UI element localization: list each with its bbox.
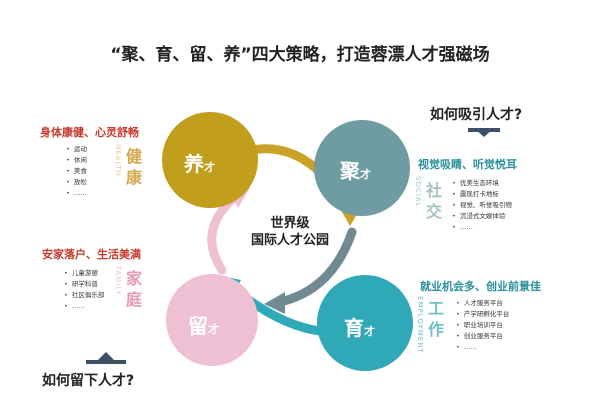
family-list: 儿童游憩 研学科普 社区俱乐部 …… (64, 268, 105, 312)
list-item: …… (456, 342, 509, 353)
list-item: 美食 (66, 166, 87, 177)
page-title: “聚、育、留、养”四大策略，打造蓉漂人才强磁场 (110, 45, 490, 65)
list-item: 震现打卡地标 (452, 189, 512, 200)
circle-yu-label: 育才 (344, 316, 375, 340)
list-item: 研学科普 (64, 279, 104, 290)
center-label: 世界级 国际人才公园 (228, 215, 352, 249)
circle-liu-label: 留才 (188, 314, 219, 338)
center-line2: 国际人才公园 (250, 233, 329, 248)
work-en: EMPLOYMENT (416, 296, 424, 354)
list-item: …… (64, 301, 104, 312)
circle-liu (166, 274, 258, 366)
family-cn: 家庭 (126, 269, 143, 309)
circle-ju-label: 聚才 (340, 159, 371, 183)
question-attract: 如何吸引人才? (430, 107, 523, 123)
social-title: 视觉吸睛、听觉悦耳 (418, 158, 517, 171)
health-cn: 健康 (126, 147, 143, 187)
list-item: 职业培训平台 (456, 320, 509, 331)
health-title: 身体康健、心灵舒畅 (40, 126, 139, 139)
arrow-head-gray (264, 292, 285, 314)
social-en: SOCIAL (414, 176, 422, 208)
list-item: 人才服务平台 (456, 298, 509, 309)
list-item: 创业服务平台 (456, 331, 509, 342)
family-title: 安家落户、生活美满 (42, 248, 141, 261)
work-cn: 工作 (428, 299, 445, 339)
circle-yang (162, 112, 258, 208)
social-cn: 社交 (426, 181, 443, 221)
list-item: 儿童游憩 (64, 268, 104, 279)
health-en: HEALTH (114, 144, 122, 177)
list-item: 产学研孵化平台 (456, 309, 510, 320)
circle-yu (317, 275, 413, 371)
circle-yang-label: 养才 (184, 152, 215, 176)
family-en: FAMILY (114, 266, 122, 296)
list-item: 运动 (66, 144, 87, 155)
list-item: 放松 (66, 177, 87, 188)
retain-up-arrow (98, 352, 114, 360)
list-item: 视觉、听觉吸引物 (452, 200, 512, 211)
circle-ju (314, 120, 410, 216)
social-list: 优美生态环境 震现打卡地标 视觉、听觉吸引物 沉浸式文娱体验 …… (452, 178, 512, 233)
list-item: …… (66, 188, 87, 199)
list-item: 休闲 (66, 155, 87, 166)
arrow-ju-to-yu (275, 227, 357, 307)
list-item: 社区俱乐部 (64, 290, 105, 301)
center-line1: 世界级 (270, 216, 310, 231)
question-retain: 如何留下人才? (42, 373, 135, 389)
work-title: 就业机会多、创业前景佳 (420, 280, 541, 293)
work-list: 人才服务平台 产学研孵化平台 职业培训平台 创业服务平台 …… (456, 298, 510, 353)
health-list: 运动 休闲 美食 放松 …… (66, 144, 87, 199)
list-item: 沉浸式文娱体验 (452, 211, 512, 222)
list-item: 优美生态环境 (452, 178, 512, 189)
list-item: …… (452, 222, 512, 233)
